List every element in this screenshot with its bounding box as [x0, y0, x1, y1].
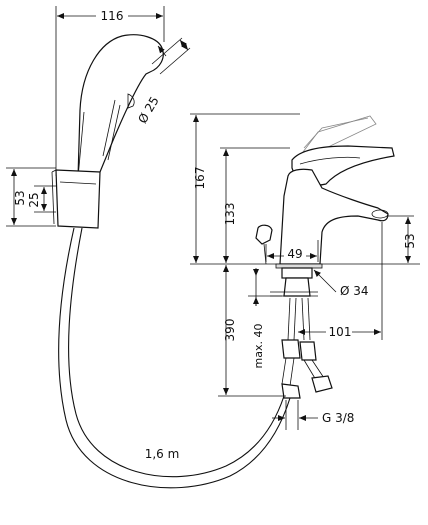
basin-tap — [190, 115, 420, 269]
pipe-length-dimension: 390 — [218, 265, 286, 397]
pipe-length-label: 390 — [223, 319, 237, 342]
spout-height-label: 133 — [223, 203, 237, 226]
holder — [51, 169, 101, 229]
counter-thickness-label: max. 40 — [252, 324, 265, 369]
tap-height-label: 167 — [193, 167, 207, 190]
spray-diameter-label: Ø 25 — [135, 94, 161, 126]
spout-height-dimension: 133 — [220, 147, 290, 263]
supply-pipes — [270, 267, 333, 399]
hose-length-label: 1,6 m — [145, 447, 180, 461]
tap-height-dimension: 167 — [190, 113, 300, 263]
spray-width-dimension: 116 — [55, 6, 165, 176]
hose — [58, 227, 291, 489]
thread-dimension: G 3/8 — [272, 400, 354, 430]
spout-reach-dimension: 101 — [298, 222, 383, 340]
thread-label: G 3/8 — [322, 411, 354, 425]
mount-hole-dimension: Ø 34 — [313, 269, 369, 298]
spout-clearance-dimension: 53 — [388, 215, 417, 263]
holder-dimension: 53 25 — [6, 167, 56, 227]
spout-clearance-label: 53 — [403, 233, 417, 248]
lever-offset-label: 49 — [287, 247, 302, 261]
counter-thickness-dimension: max. 40 — [248, 268, 282, 368]
holder-height-label: 53 — [13, 190, 27, 205]
holder-inner-label: 25 — [27, 192, 41, 207]
spray-width-label: 116 — [101, 9, 124, 23]
mount-hole-label: Ø 34 — [340, 284, 369, 298]
lever-offset-dimension: 49 — [265, 240, 319, 262]
spout-reach-label: 101 — [329, 325, 352, 339]
